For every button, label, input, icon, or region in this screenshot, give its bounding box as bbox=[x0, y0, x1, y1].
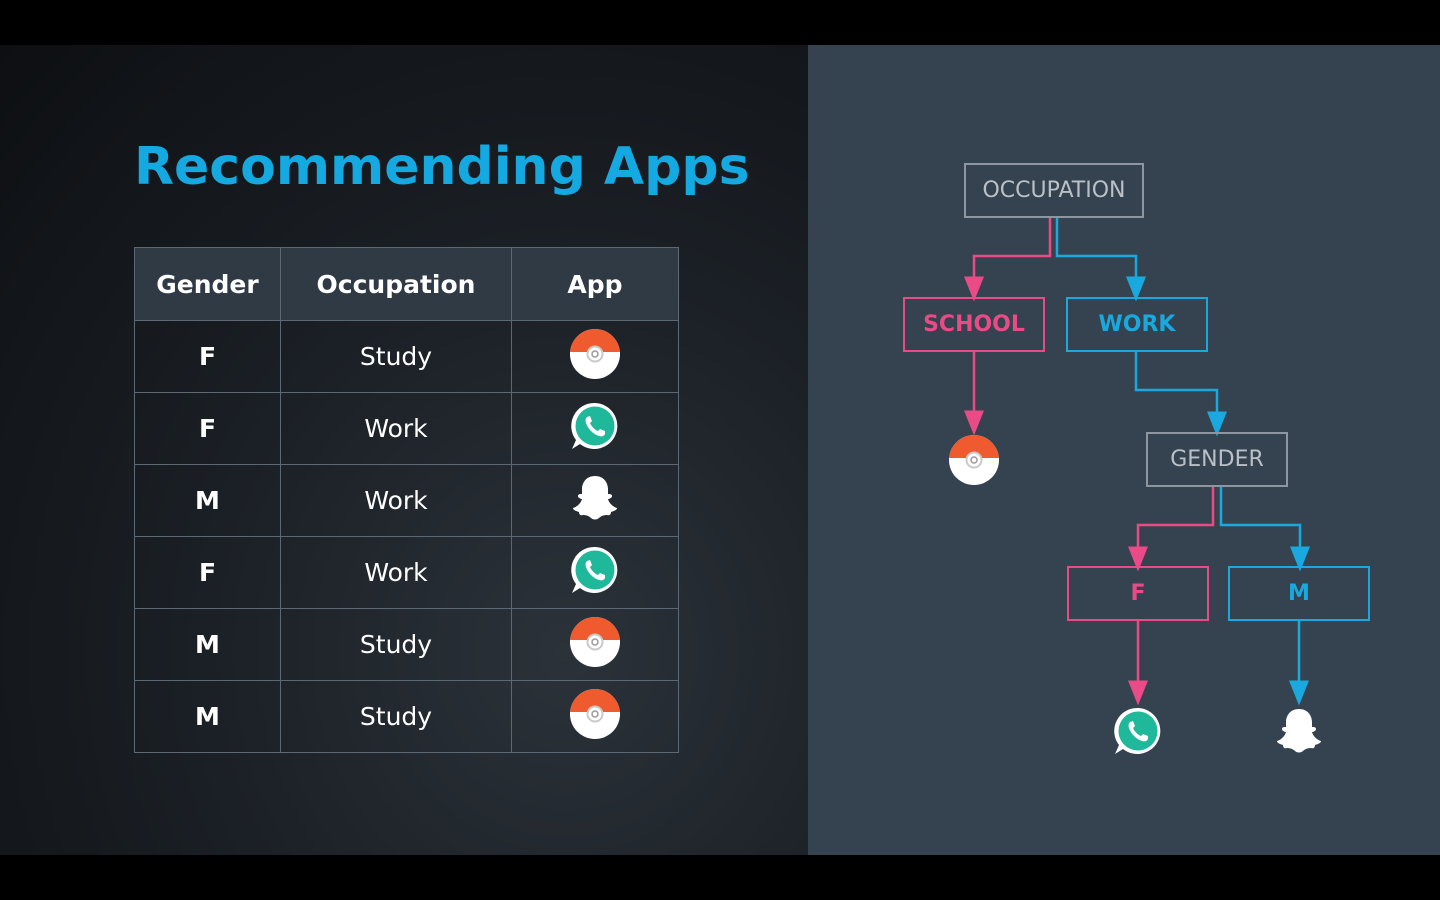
header-gender: Gender bbox=[134, 247, 281, 321]
leaf-f bbox=[1112, 705, 1164, 761]
pokeball-icon bbox=[569, 616, 621, 674]
node-school: SCHOOL bbox=[903, 297, 1045, 352]
node-work: WORK bbox=[1066, 297, 1208, 352]
cell-app bbox=[511, 392, 679, 465]
whatsapp-icon bbox=[569, 400, 621, 458]
leaf-m bbox=[1273, 705, 1325, 761]
pokeball-icon bbox=[948, 434, 1000, 490]
cell-occupation: Work bbox=[280, 464, 512, 537]
cell-gender: F bbox=[134, 320, 281, 393]
header-occupation: Occupation bbox=[280, 247, 512, 321]
edge-gender-m bbox=[1219, 486, 1310, 572]
node-m: M bbox=[1228, 566, 1370, 621]
cell-occupation: Work bbox=[280, 536, 512, 609]
node-occupation: OCCUPATION bbox=[964, 163, 1144, 218]
cell-gender: M bbox=[134, 464, 281, 537]
whatsapp-icon bbox=[1112, 705, 1164, 761]
whatsapp-icon bbox=[569, 544, 621, 602]
edge-gender-f bbox=[1128, 486, 1215, 572]
decision-tree: OCCUPATION SCHOOL WORK GENDER F M bbox=[808, 45, 1440, 855]
cell-app bbox=[511, 464, 679, 537]
node-f: F bbox=[1067, 566, 1209, 621]
cell-app bbox=[511, 680, 679, 753]
cell-occupation: Study bbox=[280, 320, 512, 393]
tree-connectors bbox=[964, 217, 1310, 706]
cell-gender: M bbox=[134, 680, 281, 753]
slide-title: Recommending Apps bbox=[134, 137, 750, 197]
edge-occupation-school bbox=[964, 217, 1052, 302]
pokeball-icon bbox=[569, 688, 621, 746]
cell-app bbox=[511, 320, 679, 393]
cell-app bbox=[511, 536, 679, 609]
cell-gender: M bbox=[134, 608, 281, 681]
pokeball-icon bbox=[569, 328, 621, 386]
edge-occupation-work bbox=[1055, 217, 1146, 302]
left-panel: Recommending Apps Gender Occupation App … bbox=[0, 45, 808, 855]
cell-occupation: Study bbox=[280, 608, 512, 681]
leaf-school bbox=[948, 434, 1000, 490]
snapchat-icon bbox=[1273, 705, 1325, 761]
snapchat-icon bbox=[569, 472, 621, 530]
edge-work-gender bbox=[1134, 351, 1227, 437]
cell-app bbox=[511, 608, 679, 681]
cell-gender: F bbox=[134, 536, 281, 609]
cell-occupation: Work bbox=[280, 392, 512, 465]
header-app: App bbox=[511, 247, 679, 321]
node-gender: GENDER bbox=[1146, 432, 1288, 487]
cell-occupation: Study bbox=[280, 680, 512, 753]
table-header-row: Gender Occupation App bbox=[134, 247, 679, 321]
cell-gender: F bbox=[134, 392, 281, 465]
slide: Recommending Apps Gender Occupation App … bbox=[0, 45, 1440, 855]
